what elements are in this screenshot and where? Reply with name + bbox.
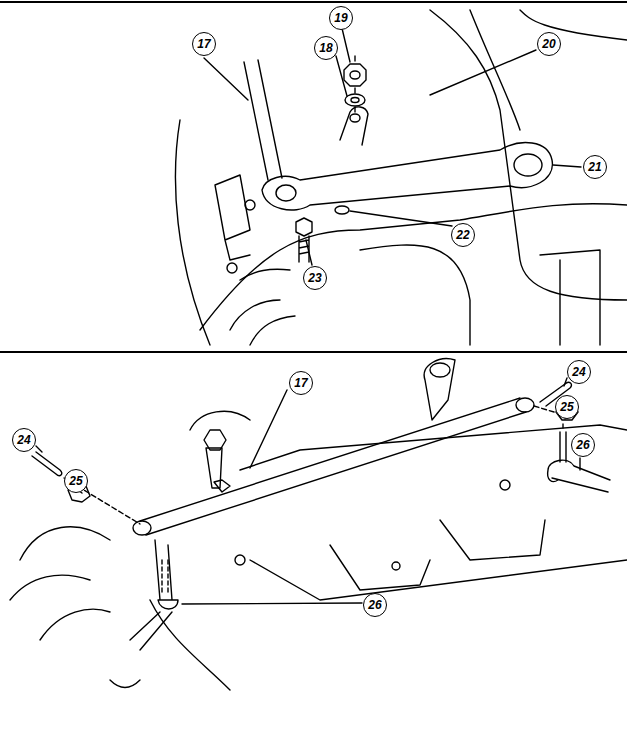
callout-number: 25 — [555, 395, 579, 419]
tire-tread — [230, 269, 295, 345]
underbody-outline — [330, 520, 545, 590]
center-line — [562, 424, 563, 430]
leader-line — [430, 50, 536, 95]
callout-number: 23 — [303, 266, 327, 290]
center-line — [354, 56, 355, 62]
steering-arm — [340, 107, 368, 145]
nut — [344, 64, 366, 86]
link-joint — [214, 480, 230, 492]
callout-number: 24 — [567, 360, 591, 384]
tie-rod-end — [155, 540, 178, 609]
frame-outline — [430, 10, 627, 300]
frame-outline — [520, 10, 627, 40]
wheel-well — [175, 120, 210, 345]
frame-outline — [540, 250, 600, 345]
tie-rod-end — [548, 460, 610, 492]
panel-border — [0, 1, 627, 3]
washer — [345, 94, 365, 106]
link-eye — [133, 521, 151, 535]
callout-number: 18 — [314, 36, 338, 60]
leader-line — [250, 390, 287, 468]
arm-eye — [276, 185, 296, 201]
idler-arm — [424, 359, 455, 420]
leader-line — [564, 378, 567, 386]
bolt-head — [235, 555, 245, 565]
cotter-pin — [32, 452, 62, 476]
tie-rod-stud — [560, 432, 566, 462]
panel-border — [0, 351, 627, 353]
leader-line — [350, 211, 452, 226]
leader-line — [579, 458, 580, 470]
tie-rod — [110, 612, 172, 688]
leader-line — [336, 56, 347, 96]
callout-number: 19 — [329, 6, 353, 30]
leader-line — [182, 603, 362, 604]
washer — [335, 206, 349, 214]
frame-outline — [360, 245, 470, 345]
frame-outline — [200, 204, 627, 330]
center-line — [534, 406, 554, 412]
center-line — [354, 107, 355, 112]
frame-outline — [470, 10, 520, 130]
callout-number: 26 — [363, 593, 387, 617]
tire-tread — [10, 527, 110, 640]
leader-line — [306, 240, 312, 265]
bolt-head — [500, 480, 510, 490]
callout-number: 24 — [12, 428, 36, 452]
callout-number: 26 — [571, 433, 595, 457]
bolt-head — [245, 200, 255, 210]
callout-number: 25 — [64, 469, 88, 493]
center-link — [140, 398, 526, 535]
leader-line — [36, 446, 42, 452]
center-line — [162, 560, 168, 592]
callout-number: 21 — [583, 155, 607, 179]
bolt-head — [227, 263, 237, 273]
callout-number: 17 — [289, 371, 313, 395]
idler-bushing — [430, 363, 450, 377]
callout-number: 20 — [537, 32, 561, 56]
bolt-head — [392, 562, 400, 570]
underbody-outline — [240, 425, 627, 600]
nut — [204, 430, 226, 450]
callout-number: 17 — [192, 32, 216, 56]
drag-link — [244, 60, 282, 180]
arm-hole — [350, 114, 360, 122]
leader-line — [204, 58, 248, 100]
leader-line — [553, 165, 581, 167]
center-line — [354, 88, 355, 93]
link-eye — [516, 398, 534, 412]
arm-eye — [514, 154, 542, 176]
frame-outline — [150, 411, 250, 690]
callout-number: 22 — [451, 223, 475, 247]
washer-hole — [351, 98, 359, 103]
nut-hole — [350, 71, 360, 79]
mount-bracket — [215, 175, 250, 260]
pitman-arm — [262, 143, 552, 210]
